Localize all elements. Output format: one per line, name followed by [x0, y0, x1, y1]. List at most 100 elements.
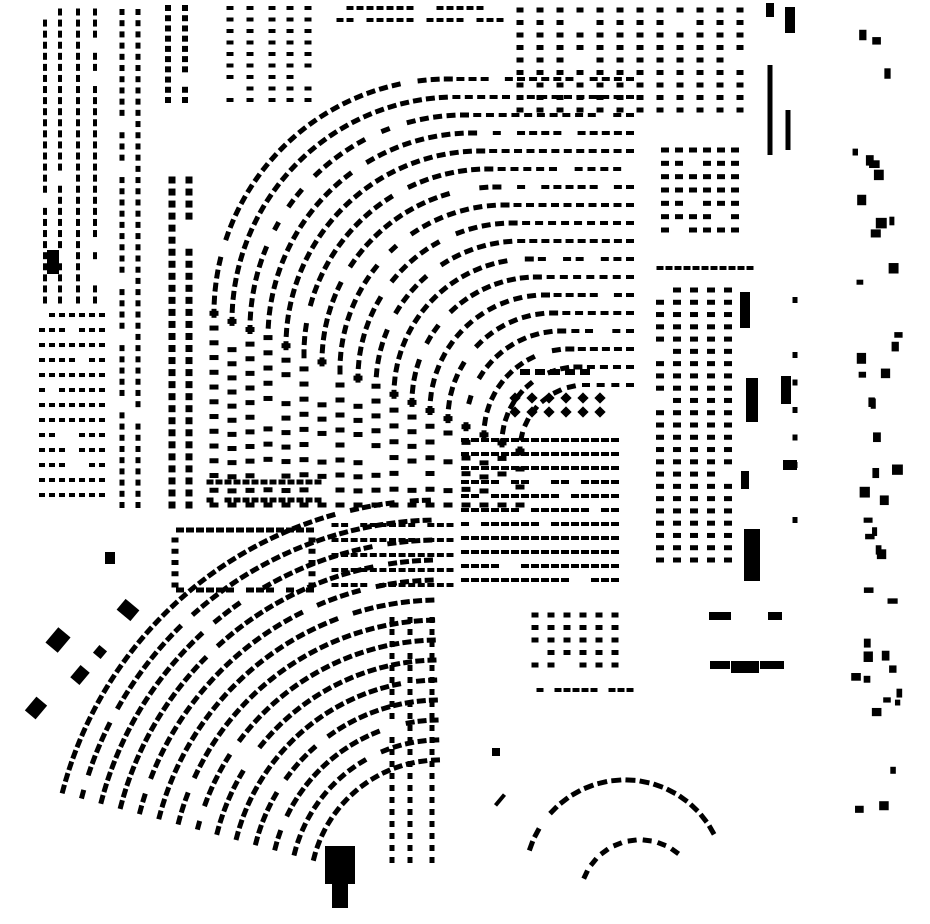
building — [516, 70, 524, 75]
building — [263, 365, 273, 371]
building — [135, 154, 141, 161]
building — [407, 617, 413, 623]
building — [59, 373, 65, 377]
building — [611, 452, 619, 456]
building — [165, 86, 171, 93]
building — [485, 113, 494, 117]
building — [93, 19, 97, 27]
building — [673, 483, 681, 489]
building — [311, 284, 320, 295]
building — [511, 522, 519, 526]
building — [76, 41, 80, 49]
building — [69, 373, 75, 377]
building — [58, 119, 62, 127]
building — [656, 422, 664, 428]
building — [363, 237, 374, 248]
building — [529, 331, 540, 339]
building — [424, 334, 434, 345]
building — [460, 270, 471, 280]
building — [237, 252, 246, 263]
building — [89, 328, 95, 332]
building — [463, 422, 469, 432]
building — [596, 32, 604, 38]
building — [707, 447, 715, 453]
building — [481, 564, 489, 568]
building — [140, 792, 148, 803]
building — [148, 721, 158, 733]
building — [39, 403, 45, 407]
building — [79, 388, 85, 392]
building — [553, 77, 562, 81]
building — [274, 597, 285, 607]
building — [857, 194, 867, 206]
building — [596, 45, 604, 50]
building — [516, 20, 524, 25]
building — [888, 263, 899, 274]
building — [39, 328, 45, 332]
building — [611, 637, 619, 643]
building — [135, 132, 141, 139]
building — [385, 500, 395, 507]
building — [135, 76, 141, 83]
building — [227, 460, 237, 466]
building — [224, 479, 232, 485]
building — [561, 480, 569, 484]
building — [99, 448, 105, 452]
building — [79, 493, 85, 497]
building — [613, 113, 622, 117]
building — [376, 149, 388, 159]
building — [128, 765, 137, 776]
building — [673, 336, 681, 342]
building — [173, 623, 184, 634]
building — [299, 381, 309, 387]
building — [471, 550, 479, 554]
building — [268, 6, 276, 10]
building — [484, 261, 496, 269]
building — [481, 452, 489, 456]
building — [341, 523, 349, 527]
building — [716, 82, 724, 88]
building — [256, 587, 264, 593]
building — [599, 365, 608, 369]
building — [613, 149, 622, 153]
building — [305, 810, 314, 822]
building — [894, 699, 901, 706]
building — [135, 356, 141, 363]
building — [551, 494, 559, 498]
building — [76, 218, 80, 226]
building — [591, 480, 599, 484]
building — [387, 560, 398, 567]
building — [263, 350, 273, 356]
building — [556, 32, 564, 38]
building — [656, 434, 664, 440]
building — [76, 97, 80, 105]
building — [551, 203, 559, 207]
building — [456, 77, 465, 81]
building — [548, 221, 557, 225]
building — [288, 162, 299, 173]
building — [246, 17, 254, 22]
building — [297, 125, 308, 135]
building — [317, 402, 327, 408]
building — [446, 568, 454, 572]
building — [491, 578, 499, 582]
building — [335, 442, 345, 448]
building — [186, 527, 194, 533]
building — [401, 140, 412, 148]
building — [239, 698, 250, 709]
building — [216, 726, 226, 737]
building — [280, 527, 291, 537]
building — [169, 656, 180, 668]
building — [58, 63, 62, 71]
building — [369, 523, 377, 527]
building — [226, 17, 234, 22]
building — [481, 578, 489, 582]
building — [731, 200, 739, 206]
building — [206, 587, 214, 593]
building — [89, 448, 95, 452]
building — [859, 486, 870, 498]
building — [69, 418, 75, 422]
building — [268, 292, 276, 303]
building — [119, 9, 125, 15]
building — [521, 536, 529, 540]
